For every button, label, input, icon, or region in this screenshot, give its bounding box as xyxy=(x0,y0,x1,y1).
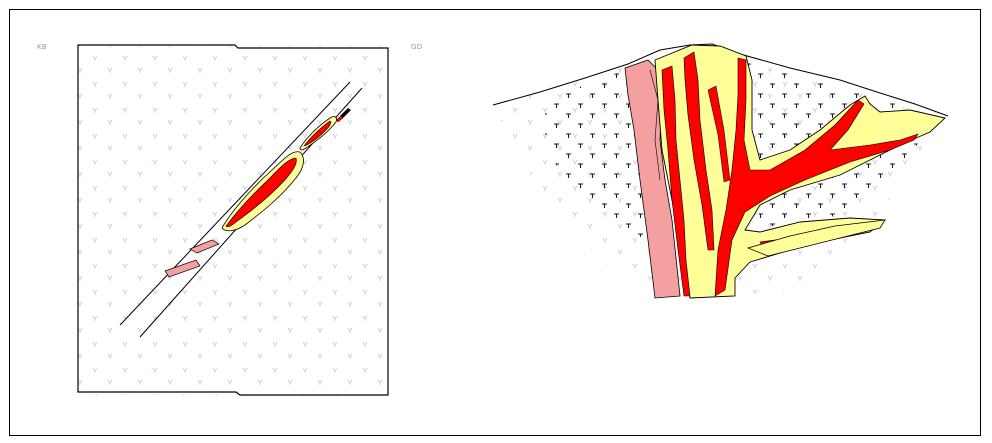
label-right-panel: GD xyxy=(411,43,422,51)
left-section-diagram xyxy=(78,45,388,395)
label-left-panel: KB xyxy=(37,43,47,51)
